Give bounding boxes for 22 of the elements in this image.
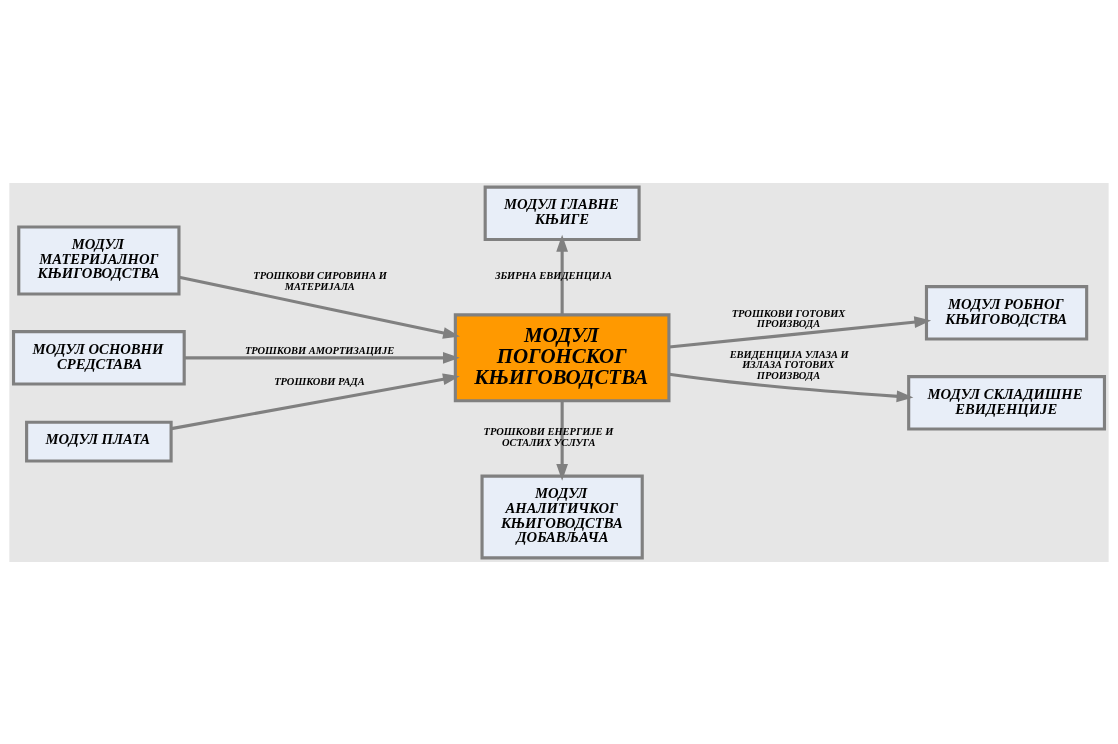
edge-label: ТРОШКОВИ ЕНЕРГИЈЕ И ОСТАЛИХ УСЛУГА — [483, 425, 614, 448]
node-box: МОДУЛ ОСНОВНИ СРЕДСТАВА — [11, 329, 186, 386]
node-box: МОДУЛ ПЛАТА — [25, 420, 173, 463]
node-box: МОДУЛ ГЛАВНЕ КЊИГЕ — [483, 185, 641, 241]
edge-label: ТРОШКОВИ РАДА — [274, 375, 365, 387]
arrow — [184, 351, 460, 364]
edge-label: ТРОШКОВИ АМОРТИЗАЦИЈЕ — [244, 344, 395, 356]
arrow — [556, 400, 569, 481]
arrow — [668, 372, 914, 402]
node-box: МОДУЛ ПОГОНСКОГ КЊИГОВОДСТВА — [453, 312, 671, 402]
arrow — [171, 372, 460, 430]
arrow — [178, 275, 460, 339]
edge-label: ЕВИДЕНЦИЈА УЛАЗА И ИЗЛАЗА ГОТОВИХ ПРОИЗВОДА — [729, 348, 849, 381]
arrow — [556, 234, 569, 315]
edge-label: ТРОШКОВИ СИРОВИНА И МАТЕРИЈАЛА — [253, 269, 387, 292]
edge-label: ЗБИРНА ЕВИДЕНЦИЈА — [495, 269, 613, 281]
node-box: МОДУЛ АНАЛИТИЧКОГ КЊИГОВОДСТВА ДОБАВЉАЧА — [480, 474, 644, 559]
node-box: МОДУЛ СКЛАДИШНЕ ЕВИДЕНЦИЈЕ — [907, 374, 1107, 431]
edge-label: ТРОШКОВИ ГОТОВИХ ПРОИЗВОДА — [731, 307, 846, 329]
arrow — [669, 315, 932, 349]
node-box: МОДУЛ МАТЕРИЈАЛНОГ КЊИГОВОДСТВА — [17, 224, 181, 296]
node-box: МОДУЛ РОБНОГ КЊИГОВОДСТВА — [924, 284, 1089, 341]
